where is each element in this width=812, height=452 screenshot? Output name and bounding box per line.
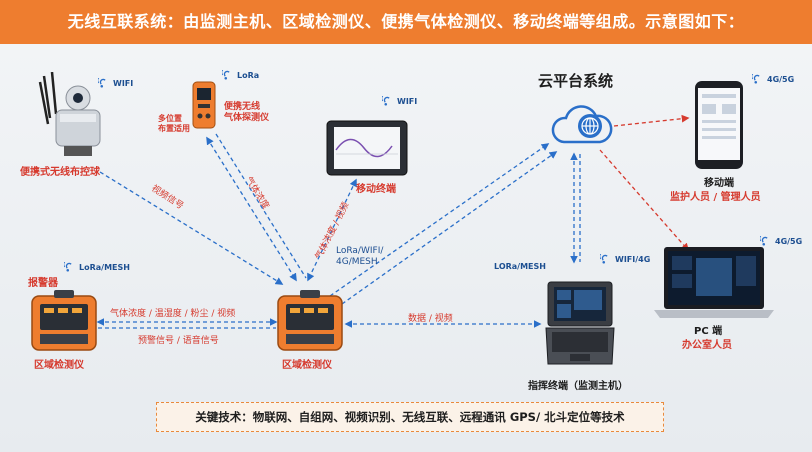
phone-label: 移动端 bbox=[704, 178, 734, 189]
edge-label-left-bottom: 预警信号 / 语音信号 bbox=[138, 336, 219, 346]
left-monitor-label: 区域检测仪 bbox=[34, 360, 84, 371]
wifi-signal-icon bbox=[98, 78, 106, 88]
tablet-signal: LoRaWIFI bbox=[382, 96, 417, 107]
edge-label-center-right: 数据 / 视频 bbox=[408, 314, 453, 324]
left-monitor-signal: LoRa/MESH bbox=[64, 262, 130, 273]
tablet-icon bbox=[326, 120, 408, 176]
command-signal-right: WIFI/4G bbox=[600, 254, 650, 265]
command-label: 指挥终端（监测主机） bbox=[528, 381, 628, 392]
command-terminal-icon bbox=[545, 281, 615, 365]
wifi-signal-icon bbox=[382, 96, 390, 106]
gas-detector-note: 多位置 布置适用 bbox=[158, 114, 190, 133]
link-cloud-pc bbox=[599, 149, 690, 252]
phone-sublabel: 监护人员 / 管理人员 bbox=[670, 192, 761, 203]
wifi-signal-icon bbox=[752, 74, 760, 84]
camera-label: 便携式无线布控球 bbox=[20, 167, 100, 178]
wifi-signal-icon bbox=[222, 70, 230, 80]
page-title: 无线互联系统：由监测主机、区域检测仪、便携气体检测仪、移动终端等组成。示意图如下… bbox=[0, 0, 812, 44]
gas-detector-icon bbox=[192, 81, 216, 129]
area-monitor-center-icon bbox=[277, 290, 343, 351]
wireless-camera-icon bbox=[38, 72, 101, 156]
gas-detector-signal: LoRa bbox=[222, 70, 259, 81]
cloud-title: 云平台系统 bbox=[538, 72, 614, 90]
edge-label-tablet-signal: LoRa/WIFI/ 4G/MESH bbox=[336, 246, 384, 267]
link-gas-center-a bbox=[206, 136, 297, 282]
camera-signal: WIFI bbox=[98, 78, 133, 89]
edge-label-left-top: 气体浓度 / 温湿度 / 粉尘 / 视频 bbox=[110, 309, 236, 319]
area-monitor-left-icon bbox=[31, 290, 97, 351]
wifi-signal-icon bbox=[600, 254, 608, 264]
pc-sublabel: 办公室人员 bbox=[682, 340, 732, 351]
gas-detector-label: 便携无线 气体探测仪 bbox=[224, 102, 270, 123]
tablet-label: 移动终端 bbox=[356, 184, 396, 195]
phone-signal: 4G/5G bbox=[752, 74, 794, 85]
cloud-icon bbox=[551, 105, 613, 144]
alarm-label: 报警器 bbox=[28, 278, 58, 289]
link-tablet-center bbox=[307, 178, 357, 282]
wifi-signal-icon bbox=[64, 262, 72, 272]
link-gas-center-b bbox=[215, 133, 307, 279]
link-center-cloud-a bbox=[329, 143, 550, 297]
pc-label: PC 端 bbox=[694, 326, 723, 337]
phone-icon bbox=[695, 81, 743, 169]
pc-signal: 4G/5G bbox=[760, 236, 802, 247]
key-technology-box: 关键技术：物联网、自组网、视频识别、无线互联、远程通讯 GPS/ 北斗定位等技术 bbox=[156, 402, 664, 432]
laptop-icon bbox=[654, 247, 774, 318]
center-monitor-label: 区域检测仪 bbox=[282, 360, 332, 371]
wifi-signal-icon bbox=[760, 236, 768, 246]
link-center-cloud-b bbox=[341, 151, 558, 305]
command-signal-left: LORa/MESH bbox=[494, 262, 546, 271]
link-cloud-phone bbox=[613, 114, 690, 127]
